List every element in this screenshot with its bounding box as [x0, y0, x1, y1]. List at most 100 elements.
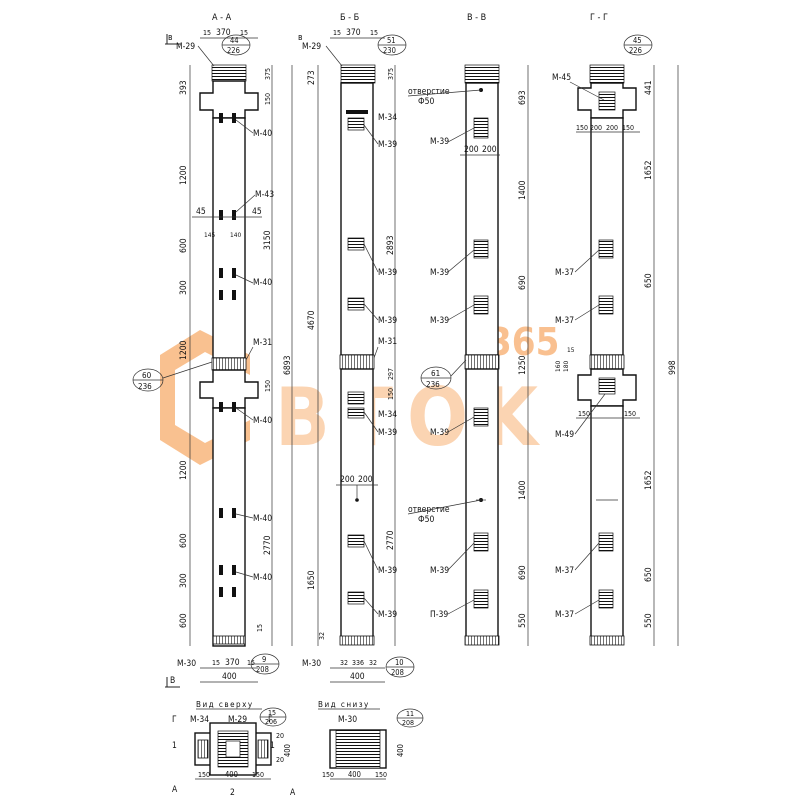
- dim-vv-1400-low: 1400: [518, 480, 528, 500]
- dim-aa-150b: 150: [264, 380, 272, 392]
- section-title-aa: А - А: [212, 13, 232, 23]
- dim-vv-690-low: 690: [518, 565, 528, 580]
- dim-aa-2770: 2770: [263, 535, 273, 555]
- watermark-number: 365: [488, 320, 559, 364]
- view-top-g-left: Г: [172, 715, 177, 725]
- watermark-logo-icon: [160, 330, 250, 465]
- label-vv-m39-3: М-39: [430, 316, 449, 326]
- dim-aa-1200-mid: 1200: [179, 340, 189, 360]
- view-top-dim-20: 20: [276, 732, 284, 740]
- section-mark-aa-bottom: В: [170, 676, 175, 686]
- ref-60-bottom: 236: [138, 382, 152, 391]
- label-aa-m40-5: М-40: [253, 573, 272, 583]
- label-vv-phi50-1: Ф50: [418, 97, 434, 107]
- view-top-dim-20b: 20: [276, 756, 284, 764]
- dim-bb-375: 375: [387, 68, 395, 80]
- dim-gg-150b: 150: [622, 124, 634, 132]
- dim-aa-top-15a: 15: [203, 29, 211, 37]
- view-top-dim-400r: 400: [283, 744, 292, 757]
- section-title-gg: Г - Г: [590, 13, 608, 23]
- dim-aa-150a: 150: [264, 93, 272, 105]
- ref-9-bottom: 208: [256, 665, 269, 674]
- dim-bb-32: 32: [318, 632, 326, 640]
- dim-aa-6893: 6893: [283, 355, 293, 375]
- view-top: Вид сверху М-34 М-29 Г Г 1 1 15 206 20 4…: [172, 700, 296, 798]
- ref-51-bottom: 230: [383, 46, 396, 55]
- ref-44-bottom: 226: [227, 46, 240, 55]
- label-bb-m39-2: М-39: [378, 268, 397, 278]
- label-aa-m31: М-31: [253, 338, 272, 348]
- view-top-dim-400: 400: [225, 770, 238, 779]
- view-bottom-dim-150a: 150: [322, 771, 334, 779]
- label-gg-m37-4: М-37: [555, 610, 574, 620]
- dim-bb-1650: 1650: [307, 570, 317, 590]
- section-title-bb: Б - Б: [340, 13, 359, 23]
- label-bb-m29: М-29: [302, 42, 321, 52]
- dim-gg-150a: 150: [576, 124, 588, 132]
- view-bottom: Вид снизу М-30 11 208 400 150 400 150: [318, 700, 424, 780]
- dim-gg-150d: 150: [624, 410, 636, 418]
- dim-aa-600-low: 600: [179, 533, 189, 548]
- dim-aa-300-low: 300: [179, 573, 189, 588]
- dim-aa-15-r: 15: [256, 624, 264, 632]
- dim-bb-200a: 200: [340, 475, 355, 485]
- dim-bb-200b: 200: [358, 475, 373, 485]
- section-mark-aa: в: [168, 33, 173, 43]
- dim-aa-145: 145: [204, 231, 215, 239]
- column-section-aa: А - А в 393 1200 600 300 1200 1200 600: [132, 13, 293, 688]
- view-top-dim-150b: 150: [252, 771, 264, 779]
- ref-60-top: 60: [142, 371, 152, 380]
- label-vv-m39-2: М-39: [430, 268, 449, 278]
- dim-vv-690-top: 690: [518, 275, 528, 290]
- column-section-gg: Г - Г 45 226 М-45 М-37 М-37 М-49 М-37 М-…: [552, 13, 679, 646]
- dim-aa-bot-400: 400: [222, 672, 237, 682]
- dim-bb-273: 273: [307, 70, 317, 85]
- ref-44-top: 44: [230, 36, 239, 45]
- dim-vv-693: 693: [518, 90, 528, 105]
- dim-bb-bot-336: 336: [352, 659, 364, 667]
- ref-15-top: 15: [268, 709, 276, 717]
- view-bottom-title: Вид снизу: [318, 700, 370, 709]
- dim-aa-600-bot: 600: [179, 613, 189, 628]
- ref-45-bottom: 226: [629, 46, 642, 55]
- dim-vv-1400-top: 1400: [518, 180, 528, 200]
- dim-aa-top-370: 370: [216, 28, 231, 38]
- dim-aa-bot-15a: 15: [212, 659, 220, 667]
- ref-45-top: 45: [633, 36, 642, 45]
- view-top-m29: М-29: [228, 715, 247, 725]
- label-vv-phi50-2: Ф50: [418, 515, 434, 525]
- dim-aa-bot-370: 370: [225, 658, 240, 668]
- ref-11-top: 11: [406, 710, 414, 718]
- dim-gg-180: 180: [562, 361, 570, 372]
- dim-gg-550: 550: [644, 613, 654, 628]
- label-aa-m40-4: М-40: [253, 514, 272, 524]
- view-top-g-right: Г: [268, 715, 273, 725]
- ref-9-top: 9: [262, 655, 266, 664]
- label-bb-m39-4: М-39: [378, 428, 397, 438]
- label-aa-m40-3: М-40: [253, 416, 272, 426]
- dim-gg-1652-low: 1652: [644, 470, 654, 490]
- dim-bb-bot-32: 32: [340, 659, 348, 667]
- dim-gg-200a: 200: [590, 124, 602, 132]
- dim-bb-top-370: 370: [346, 28, 361, 38]
- label-aa-m30: М-30: [177, 659, 196, 669]
- dim-gg-650-low: 650: [644, 567, 654, 582]
- dim-gg-160: 160: [554, 361, 562, 372]
- view-top-2: 2: [230, 788, 235, 798]
- ref-11-bottom: 208: [402, 719, 414, 727]
- dim-aa-top-15b: 15: [240, 29, 248, 37]
- label-bb-m30: М-30: [302, 659, 321, 669]
- dim-aa-45-right: 45: [252, 207, 262, 217]
- label-bb-m39-3: М-39: [378, 316, 397, 326]
- ref-61-bottom: 236: [426, 380, 440, 389]
- column-section-vv: В - В отверстие Ф50 отверстие Ф50 М-39 М…: [407, 13, 529, 646]
- section-title-vv: В - В: [467, 13, 486, 23]
- dim-aa-1200-top: 1200: [179, 165, 189, 185]
- dim-aa-300-top: 300: [179, 280, 189, 295]
- label-bb-m34-1: М-34: [378, 113, 397, 123]
- label-gg-m49: М-49: [555, 430, 574, 440]
- label-vv-m39-4: М-39: [430, 428, 449, 438]
- label-bb-m31: М-31: [378, 337, 397, 347]
- view-top-title: Вид сверху: [196, 700, 254, 709]
